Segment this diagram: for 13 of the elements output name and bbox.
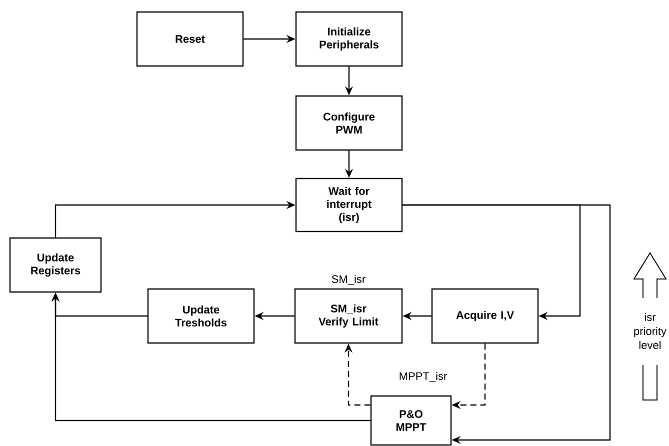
process-box: Wait for interrupt (isr) [295,178,403,232]
process-box: Configure PWM [295,95,403,151]
process-box: P&O MPPT [370,395,452,446]
edge-label: MPPT_isr [398,370,448,384]
process-box: Update Registers [9,237,102,293]
process-box: SM_isr Verify Limit [294,288,403,344]
process-box: Update Tresholds [147,288,255,344]
process-box: Initialize Peripherals [295,11,403,67]
node-caption: SM_isr [332,274,366,286]
process-box: Acquire I,V [431,288,539,344]
process-box: Reset [136,11,244,67]
arrow [402,204,611,444]
axis-label: isr priority level [634,312,666,350]
